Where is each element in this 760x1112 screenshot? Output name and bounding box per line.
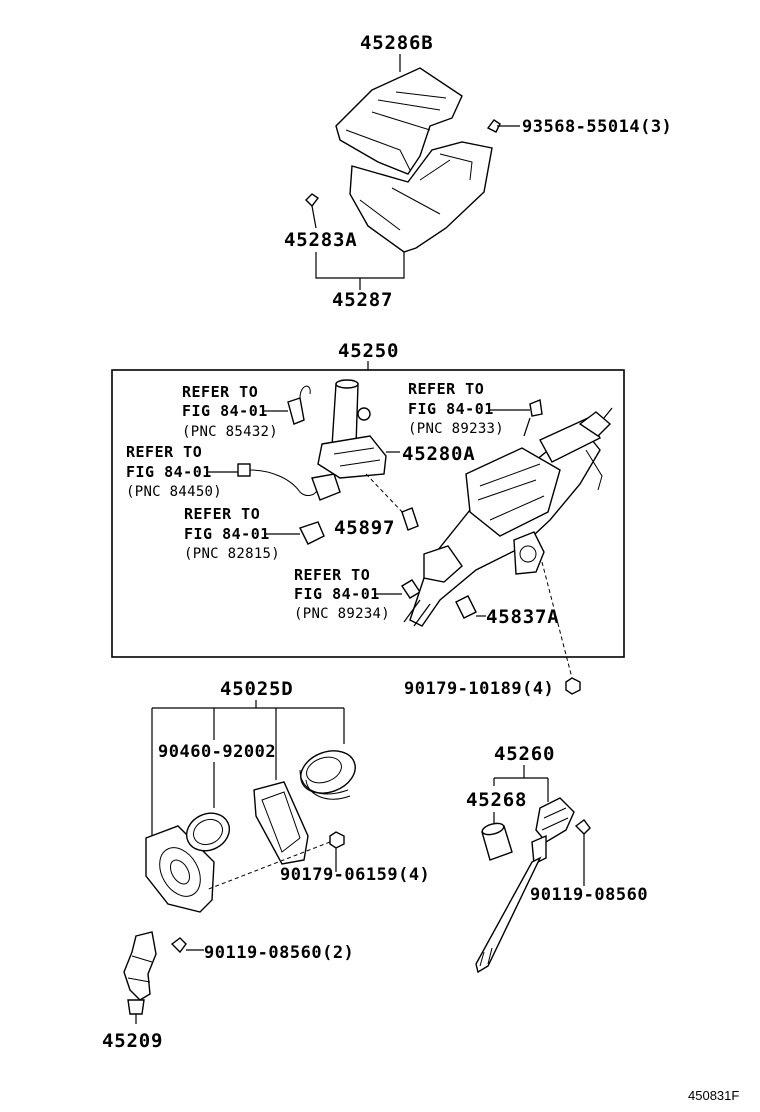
switch-85432 (287, 397, 305, 425)
ref2-refer: REFER TO (126, 443, 202, 461)
joint-group-45209: 45209 90119-08560(2) (102, 931, 354, 1052)
bolt-90119 (574, 819, 591, 835)
ref4-refer: REFER TO (408, 380, 484, 398)
screw-93568 (486, 119, 520, 133)
sensor-82815 (299, 521, 325, 545)
universal-joint-45209 (123, 931, 157, 1001)
label-45268[interactable]: 45268 (466, 789, 527, 811)
label-90119-08560[interactable]: 90119-08560 (530, 885, 648, 905)
shaft-45260 (475, 797, 575, 974)
ref4-fig[interactable]: FIG 84-01 (408, 400, 494, 418)
label-45280A[interactable]: 45280A (402, 443, 475, 465)
ref1-fig[interactable]: FIG 84-01 (182, 402, 268, 420)
ref5-fig[interactable]: FIG 84-01 (294, 585, 380, 603)
ref3-fig[interactable]: FIG 84-01 (184, 525, 270, 543)
label-93568-55014[interactable]: 93568-55014(3) (522, 117, 672, 137)
lower-column-cover (349, 141, 493, 253)
hole-cover-group: 45025D 90460-92002 90179-06159(4) (145, 678, 430, 913)
label-45025D[interactable]: 45025D (220, 678, 293, 700)
label-90460-92002[interactable]: 90460-92002 (158, 742, 276, 762)
ref1-refer: REFER TO (182, 383, 258, 401)
label-90179-10189[interactable]: 90179-10189(4) (404, 679, 554, 699)
harness-84450 (237, 463, 341, 501)
ref5-pnc: (PNC 89234) (294, 606, 390, 622)
gasket-plate (253, 781, 309, 865)
boot-seal (299, 750, 356, 800)
label-45286B[interactable]: 45286B (360, 32, 433, 54)
ref2-pnc: (PNC 84450) (126, 484, 222, 500)
label-45837A[interactable]: 45837A (486, 606, 559, 628)
ref4-pnc: (PNC 89233) (408, 421, 504, 437)
label-90119-08560-2[interactable]: 90119-08560(2) (204, 943, 354, 963)
figure-id: 450831F (688, 1088, 739, 1103)
clip-45837A (455, 595, 477, 619)
ref1-pnc: (PNC 85432) (182, 424, 278, 440)
lock-housing-45280A (317, 379, 387, 479)
intermediate-shaft-group: 45260 45268 90119-08560 (466, 743, 648, 974)
label-45250[interactable]: 45250 (338, 340, 399, 362)
bushing-45268 (481, 822, 513, 861)
label-45897[interactable]: 45897 (334, 517, 395, 539)
upper-column-cover (335, 67, 463, 175)
bolt-90119-2 (170, 937, 187, 954)
column-assy-group: 45250 REFER TO FIG 84-01 (PNC 85432) REF… (111, 340, 625, 658)
nut-90179-06159 (329, 831, 345, 849)
switch-89234 (401, 579, 421, 599)
ref3-refer: REFER TO (184, 505, 260, 523)
label-45283A[interactable]: 45283A (284, 229, 357, 251)
steering-column-body (403, 407, 613, 627)
assy-box (111, 369, 625, 658)
label-45260[interactable]: 45260 (494, 743, 555, 765)
clip-45283A (305, 193, 320, 208)
label-45209[interactable]: 45209 (102, 1030, 163, 1052)
label-45287[interactable]: 45287 (332, 289, 393, 311)
ref2-fig[interactable]: FIG 84-01 (126, 463, 212, 481)
clamp-ring-90460 (185, 812, 231, 852)
bolt-45897 (401, 507, 419, 531)
column-cover-group: 45286B 93568-55014(3) 45283A 45287 (284, 32, 672, 311)
nut-90179-10189 (565, 677, 581, 695)
ref3-pnc: (PNC 82815) (184, 546, 280, 562)
bolt-89233 (529, 399, 543, 417)
ref5-refer: REFER TO (294, 566, 370, 584)
label-90179-06159[interactable]: 90179-06159(4) (280, 865, 430, 885)
